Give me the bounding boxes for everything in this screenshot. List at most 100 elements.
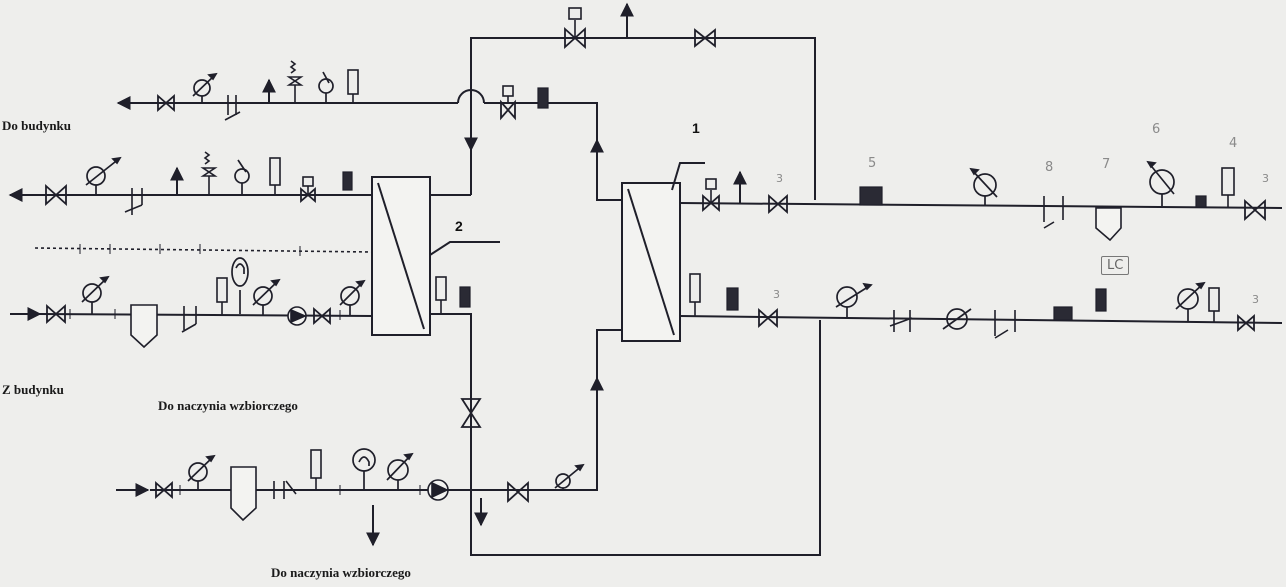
- thermometer-icon: [318, 71, 334, 103]
- transmitter-icon: [1221, 167, 1235, 207]
- gauges: [81, 72, 1206, 491]
- gauge-icon: [1175, 281, 1206, 321]
- transmitter-icon: [347, 69, 359, 103]
- pencil-number-5: 5: [868, 156, 877, 171]
- flange-icon: [124, 188, 143, 215]
- valve-icon: [694, 28, 716, 48]
- gauge-icon: [192, 72, 218, 103]
- flange-icon: [994, 310, 1016, 339]
- filter-icon: [1095, 207, 1122, 242]
- label-to-expansion-vessel-2: Do naczynia wzbiorczego: [271, 565, 411, 580]
- dark-sensor-icon: [1195, 195, 1207, 208]
- pencil-number-4: 4: [1229, 136, 1238, 151]
- pump-icon: [427, 479, 449, 501]
- return-line: [39, 313, 373, 317]
- dark-sensor-icon: [1095, 288, 1107, 312]
- pencil-number-8: 8: [1045, 160, 1054, 175]
- label-to-building: Do budynku: [2, 118, 72, 133]
- valve-icon: [768, 193, 788, 215]
- transmitter-icon: [269, 157, 281, 195]
- supply-line-upper-right: [484, 102, 622, 201]
- hx2-leader: [429, 241, 500, 256]
- filters: [130, 207, 1122, 522]
- valve-icon: [1244, 198, 1266, 222]
- sensors: [231, 71, 376, 490]
- gauge-icon: [187, 454, 216, 490]
- transmitter-icon: [689, 273, 701, 316]
- valve-icon: [157, 94, 175, 112]
- filter-icon: [130, 304, 158, 349]
- dark-sensor-icon: [342, 171, 353, 191]
- flanges: [124, 95, 1064, 499]
- filter-icon: [230, 466, 257, 522]
- gauge-icon: [252, 278, 281, 316]
- dark-sensor-icon: [537, 87, 549, 109]
- primary-return-line: [679, 315, 1283, 324]
- valve-icon: [46, 303, 66, 325]
- pencil-number-7: 7: [1102, 157, 1111, 172]
- valve-icon: [313, 307, 331, 325]
- gauge-icon: [81, 275, 110, 314]
- primary-supply-line: [679, 202, 1283, 209]
- gauge-icon: [969, 167, 998, 205]
- transmitter-icon: [216, 277, 228, 315]
- pump-icon: [287, 306, 308, 326]
- label-from-building: Z budynku: [2, 382, 64, 397]
- gauge-icon: [835, 282, 873, 318]
- gauge-icon: [85, 156, 122, 195]
- flange-icon: [889, 310, 913, 332]
- dashed-line: [34, 247, 373, 253]
- dark-sensor-icon: [859, 186, 883, 206]
- pencil-number-6: 6: [1152, 122, 1161, 137]
- gauge-icon: [1146, 160, 1175, 206]
- level-control-tag: LC: [1101, 256, 1130, 275]
- valve-icon: [45, 183, 67, 207]
- safety-valve-icon: [200, 151, 218, 195]
- valve-icon: [507, 480, 529, 504]
- valve-icon: [155, 481, 173, 499]
- heat-exchangers: [371, 162, 705, 342]
- flange-icon: [273, 480, 297, 499]
- dark-sensors: [342, 87, 1207, 321]
- pencil-number-3: 3: [1252, 293, 1259, 306]
- heat-exchanger-1-number: 1: [692, 120, 700, 136]
- top-bypass-pipe: [470, 37, 816, 200]
- pencil-number-3: 3: [776, 172, 783, 185]
- valve-icon: [564, 26, 586, 50]
- transmitter-icon: [435, 276, 447, 314]
- pressure-sensor-icon: [231, 257, 249, 314]
- valve-actuators: [302, 7, 717, 203]
- dark-sensor-icon: [1053, 306, 1073, 321]
- valves: [45, 26, 1266, 504]
- dark-sensor-icon: [459, 286, 471, 308]
- safety-valves: [200, 60, 304, 195]
- hx2-diagonal: [377, 182, 425, 330]
- hx1-leader: [671, 162, 705, 191]
- pipe-crossover: [457, 89, 485, 104]
- pencil-number-3: 3: [773, 288, 780, 301]
- transmitter-icon: [310, 449, 322, 490]
- pencil-number-3: 3: [1262, 172, 1269, 185]
- gauge-icon: [554, 463, 585, 491]
- valve-icon: [500, 99, 516, 121]
- gauge-icon: [942, 308, 972, 330]
- valve-icon: [702, 194, 720, 212]
- dark-sensor-icon: [726, 287, 739, 311]
- pumps: [287, 306, 449, 501]
- hx2-return-loop: [430, 313, 821, 556]
- hx1-diagonal: [627, 188, 675, 336]
- safety-valve-icon: [286, 60, 304, 103]
- transmitters: [216, 69, 1235, 490]
- flange-icon: [1043, 196, 1064, 229]
- transmitter-icon: [1208, 287, 1220, 322]
- flange-icon: [224, 95, 241, 121]
- thermometer-icon: [234, 159, 250, 195]
- valve-icon: [758, 307, 778, 329]
- pipe-ticks: [69, 244, 421, 495]
- pressure-sensor-icon: [352, 448, 376, 490]
- valve-icon: [460, 398, 482, 428]
- flange-icon: [181, 306, 197, 333]
- valve-icon: [1237, 314, 1255, 332]
